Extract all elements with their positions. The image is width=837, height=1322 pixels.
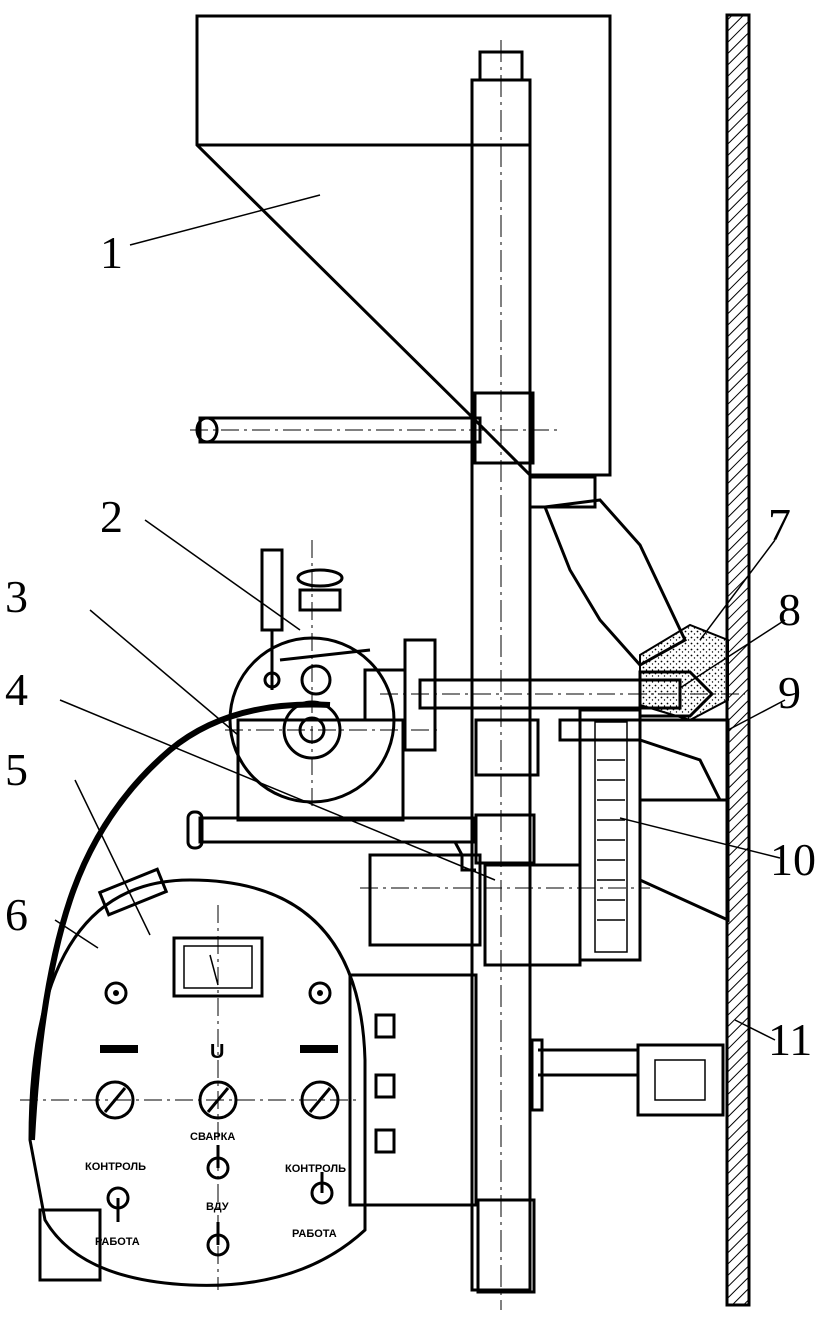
label-kontrol-left: КОНТРОЛЬ [85, 1161, 146, 1173]
u-symbol: U [210, 1041, 224, 1063]
label-kontrol-right: КОНТРОЛЬ [285, 1163, 346, 1175]
flux-hose [528, 475, 729, 722]
callout-6: 6 [5, 889, 28, 940]
callout-3: 3 [5, 571, 28, 622]
callout-9: 9 [778, 667, 801, 718]
flux-hopper [195, 14, 612, 477]
callout-5: 5 [5, 744, 28, 795]
wire-feed-mechanism [225, 540, 440, 822]
label-svarka: СВАРКА [190, 1131, 235, 1143]
callout-4: 4 [5, 664, 28, 715]
callout-2: 2 [100, 491, 123, 542]
welding-wire [29, 701, 331, 1141]
callout-8: 8 [778, 584, 801, 635]
gearbox [360, 853, 650, 967]
panel-housing [348, 973, 478, 1207]
leader-lines [54, 194, 786, 1041]
callouts: 1 2 3 4 5 6 7 8 9 10 11 [5, 227, 816, 1065]
lower-bracket [530, 1038, 725, 1117]
spring-coils [597, 739, 625, 921]
support-bracket [558, 718, 730, 802]
callout-10: 10 [770, 834, 816, 885]
handle-bar [190, 416, 560, 444]
label-vdu: ВДУ [206, 1201, 229, 1213]
label-rabota-left: РАБОТА [95, 1236, 140, 1248]
vertical-column [470, 40, 540, 1310]
callout-7: 7 [768, 499, 791, 550]
callout-1: 1 [100, 227, 123, 278]
wall [725, 13, 751, 1307]
callout-11: 11 [768, 1014, 812, 1065]
spring-tensioner [578, 708, 730, 962]
label-rabota-right: РАБОТА [292, 1228, 337, 1240]
control-panel: U СВАРКА КОНТРОЛЬ КОНТРОЛЬ ВДУ РАБОТА РА… [20, 867, 367, 1290]
